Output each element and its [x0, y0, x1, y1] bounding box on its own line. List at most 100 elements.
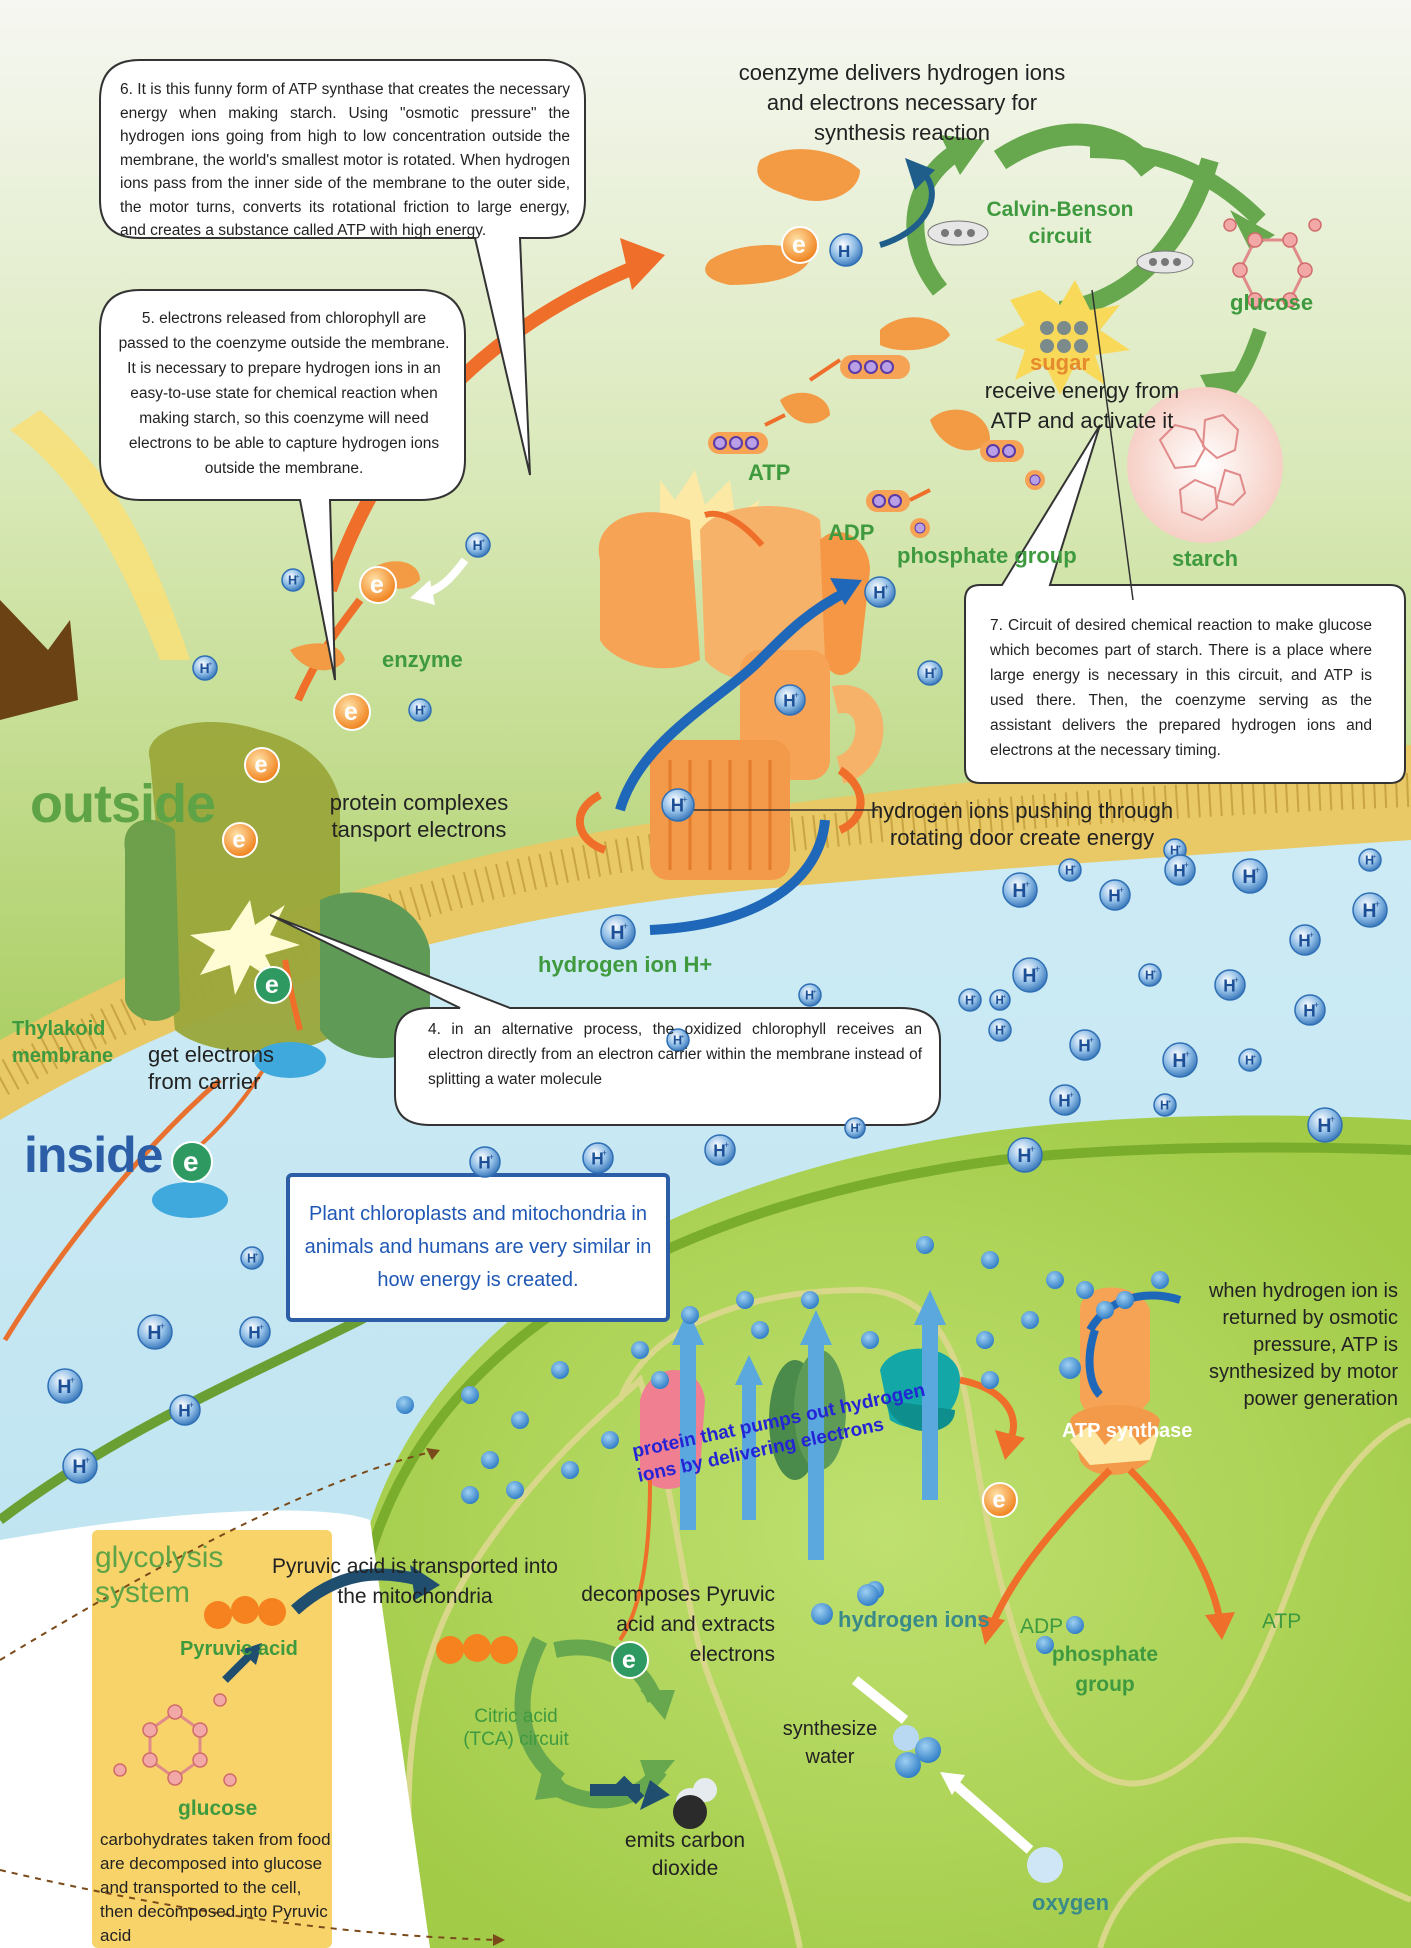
dashed-arrows: [0, 1448, 505, 1946]
water-molecules: [851, 1676, 1063, 1883]
hydrogen-ion-label: H: [178, 1400, 190, 1420]
hydrogen-ion: H+: [666, 1028, 690, 1052]
hydrogen-ion-plus: +: [1089, 1035, 1094, 1045]
electron-marker: e: [254, 966, 292, 1004]
hydrogen-ion: H+: [704, 1134, 736, 1166]
label-receive-energy: receive energy from ATP and activate it: [984, 378, 1180, 433]
bubble-5-text: 5. electrons released from chlorophyll a…: [118, 310, 450, 477]
hydrogen-ion: H+: [1138, 963, 1162, 987]
hydrogen-ion-plus: +: [1314, 1000, 1319, 1010]
hydrogen-dot: [551, 1361, 569, 1379]
label-coenzyme: coenzyme delivers hydrogen ions and elec…: [738, 60, 1066, 145]
label-adp-bottom: ADP: [1020, 1615, 1064, 1638]
hydrogen-ion-plus: +: [681, 1033, 685, 1040]
hydrogen-ion-plus: +: [1119, 885, 1124, 895]
hydrogen-dot: [1021, 1311, 1039, 1329]
starch-granule: [1127, 387, 1283, 543]
hydrogen-ion-plus: +: [682, 795, 688, 806]
hydrogen-ion-label: H: [925, 666, 935, 681]
hydrogen-ion: H+: [62, 1448, 98, 1484]
hydrogen-dot: [801, 1291, 819, 1309]
hydrogen-dot: [976, 1331, 994, 1349]
hydrogen-ion-label: H: [805, 989, 814, 1003]
label-atp-bottom: ATP: [1262, 1610, 1302, 1633]
hydrogen-pump-arrows: [672, 1290, 946, 1560]
hydrogen-ion-label: H: [671, 795, 684, 816]
hydrogen-ion: H+: [1049, 1084, 1081, 1116]
hydrogen-ion-label: H: [478, 1152, 490, 1172]
hydrogen-ion-label: H: [1058, 1090, 1070, 1110]
hydrogen-ion-plus: +: [1309, 930, 1314, 940]
label-protein-complexes: protein complexes tansport electrons: [329, 790, 509, 842]
note-text: Plant chloroplasts and mitochondria in a…: [304, 1203, 652, 1291]
hydrogen-ion-label: H: [200, 661, 210, 676]
hydrogen-ion-plus: +: [1178, 843, 1182, 850]
bubble-shapes: [99, 59, 1406, 1126]
hydrogen-ion: H+: [917, 660, 943, 686]
atp-synthase-top: [576, 470, 884, 935]
glucose-molecule-top: [1223, 218, 1322, 308]
hydrogen-dot: [481, 1451, 499, 1469]
label-citric: Citric acid (TCA) circuit: [463, 1706, 569, 1750]
label-outside: outside: [30, 774, 216, 834]
hydrogen-dot: [1046, 1271, 1064, 1289]
hydrogen-ion: H+: [240, 1246, 264, 1270]
label-starch: starch: [1172, 546, 1239, 571]
hydrogen-ion: H+: [1058, 858, 1082, 882]
hydrogen-dot: [1066, 1616, 1084, 1634]
hydrogen-ion: H+: [1352, 892, 1388, 928]
pyruvic-transport-arrow: [222, 1565, 440, 1683]
bubble-4-text: 4. in an alternative process, the oxidiz…: [428, 1021, 922, 1088]
hydrogen-ion: H+: [798, 983, 822, 1007]
hydrogen-ion-plus: +: [1003, 995, 1007, 1001]
hydrogen-ion-label: H: [248, 1322, 260, 1342]
hydrogen-dot: [981, 1371, 999, 1389]
hydrogen-dot: [751, 1321, 769, 1339]
bottom-electron-arrows: [618, 1376, 1235, 1645]
hydrogen-ion: H+: [137, 1314, 173, 1350]
hydrogen-dot: [736, 1291, 754, 1309]
hydrogen-ion: H+: [169, 1394, 201, 1426]
label-oxygen: oxygen: [1032, 1890, 1110, 1915]
hydrogen-ion: H+: [239, 1316, 271, 1348]
hydrogen-ion: H+: [469, 1146, 501, 1178]
hydrogen-ion: H+: [864, 576, 896, 608]
hydrogen-ion-plus: +: [208, 659, 212, 668]
hydrogen-ion-label: H: [1245, 1054, 1254, 1068]
hydrogen-ion-plus: +: [481, 536, 485, 545]
hydrogen-ion: H+: [988, 1018, 1012, 1042]
hydrogen-ion-plus: +: [489, 1152, 494, 1162]
label-enzyme: enzyme: [382, 647, 463, 672]
hydrogen-ion-plus: +: [794, 690, 799, 700]
hydrogen-ion-label: H: [995, 1024, 1004, 1038]
hydrogen-ion: H+: [600, 914, 636, 950]
hydrogen-dot: [1036, 1636, 1054, 1654]
hydrogen-dot: [1076, 1281, 1094, 1299]
hydrogen-ion-plus: +: [1184, 1049, 1190, 1060]
label-sugar: sugar: [1030, 350, 1090, 375]
calvin-cycle: [906, 123, 1275, 405]
label-carbohydrates: carbohydrates taken from food are decomp…: [100, 1830, 331, 1945]
hydrogen-ion: H+: [281, 568, 305, 592]
hydrogen-ion-label: H: [996, 995, 1004, 1007]
label-glycolysis: glycolysis system: [95, 1541, 224, 1609]
hydrogen-dot: [981, 1251, 999, 1269]
hydrogen-ion-label: H: [1017, 1145, 1031, 1167]
hydrogen-ion-label: H: [1303, 1000, 1315, 1020]
hydrogen-ion: H+: [1164, 854, 1196, 886]
hydrogen-ion: H+: [1162, 1042, 1198, 1078]
glycolysis-box: [92, 1530, 332, 1948]
hydrogen-ion: H+: [1012, 957, 1048, 993]
mito-hydrogen-dots: [396, 1236, 1169, 1654]
hydrogen-ion-label: H: [57, 1376, 71, 1398]
hydrogen-dot: [811, 1603, 833, 1625]
hydrogen-ion: H+: [1002, 872, 1038, 908]
coenzyme-h-label: H: [838, 242, 850, 261]
hydrogen-ion-label: H: [1223, 975, 1235, 995]
hydrogen-ion: H+: [47, 1368, 83, 1404]
hydrogen-ion-label: H: [673, 1034, 682, 1048]
hydrogen-ion-label: H: [1108, 885, 1120, 905]
electron-marker: e: [781, 226, 819, 264]
hydrogen-ion-plus: +: [296, 573, 300, 580]
